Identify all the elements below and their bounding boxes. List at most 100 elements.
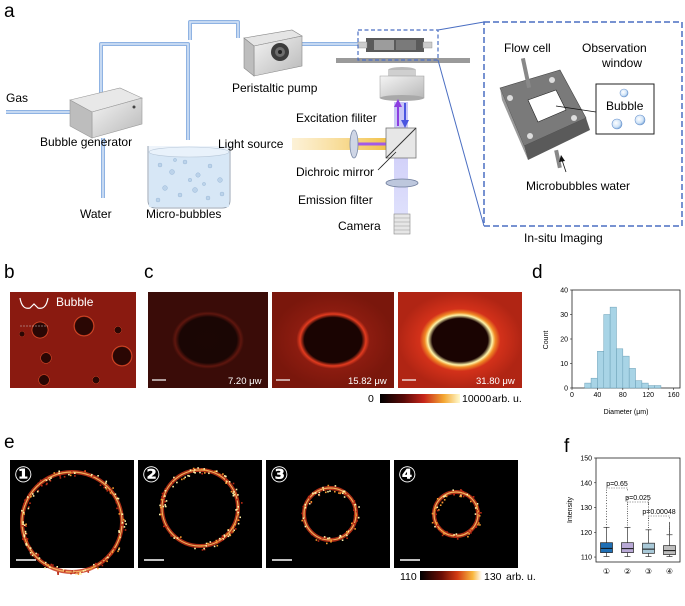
chart-d-ytick-label-2: 20 bbox=[560, 337, 568, 344]
panel-e-speckle bbox=[21, 525, 24, 527]
panel-e-speckle bbox=[121, 522, 124, 524]
panel-e-speckle bbox=[342, 490, 345, 493]
chart-d-bar-4 bbox=[609, 306, 617, 389]
panel-e-speckle bbox=[441, 501, 444, 504]
panel-e-speckle bbox=[25, 525, 27, 527]
panel-e-speckle bbox=[93, 566, 95, 568]
panel-e-speckle bbox=[338, 536, 341, 539]
chart-f-outlier-3 bbox=[669, 530, 670, 532]
chart-f-outlier-1 bbox=[627, 524, 628, 526]
panel-e-speckle bbox=[181, 478, 183, 481]
panel-e-speckle bbox=[45, 479, 48, 482]
panel-e-speckle bbox=[194, 547, 196, 550]
panel-e-speckle bbox=[330, 539, 333, 541]
panel-e-speckle bbox=[357, 516, 360, 519]
excitation-filter-icon bbox=[349, 129, 359, 159]
panel-e-speckle bbox=[110, 553, 113, 556]
panel-e-speckle bbox=[204, 469, 207, 471]
panel-e-speckle bbox=[239, 516, 241, 519]
panel-e-speckle bbox=[203, 547, 205, 550]
panel-e-speckle bbox=[301, 519, 303, 522]
panel-e-speckle bbox=[93, 563, 95, 566]
flow-cell-label: Flow cell bbox=[504, 41, 551, 55]
flow-cell-large-icon bbox=[499, 57, 590, 169]
panel-e-speckle bbox=[37, 489, 40, 492]
flow-cell-small-icon bbox=[357, 38, 433, 52]
chart-f-pvalue-1: p=0.025 bbox=[625, 495, 651, 502]
panel-e-speckle bbox=[476, 503, 479, 505]
panel-e-speckle bbox=[329, 490, 331, 492]
panel-e-speckle bbox=[207, 542, 209, 545]
chart-f-outlier-1 bbox=[627, 506, 628, 508]
panel-e-speckle bbox=[94, 562, 97, 565]
panel-e-speckle bbox=[22, 523, 24, 525]
panel-e-speckle bbox=[354, 503, 357, 506]
panel-label-e: e bbox=[4, 432, 15, 453]
panel-e-speckle bbox=[310, 533, 313, 536]
panel-e-speckle bbox=[69, 474, 72, 477]
panel-e-speckle bbox=[173, 476, 175, 479]
chart-f-outlier-2 bbox=[648, 524, 649, 526]
panel-e-speckle bbox=[201, 472, 203, 475]
chart-d-bar-8 bbox=[635, 380, 643, 389]
panel-e-speckle bbox=[162, 497, 164, 499]
chart-f-outlier-1 bbox=[627, 510, 628, 512]
panel-e-speckle bbox=[23, 513, 25, 515]
gas-label: Gas bbox=[6, 91, 28, 105]
bubble-generator-icon bbox=[69, 87, 143, 139]
panel-e-speckle bbox=[163, 525, 165, 528]
panel-e-speckle bbox=[160, 513, 162, 516]
panel-e-speckle bbox=[84, 470, 86, 472]
panel-e-speckle bbox=[470, 529, 472, 532]
panel-e-speckle bbox=[204, 472, 206, 474]
panel-c-power-3: 31.80 μw bbox=[476, 376, 515, 387]
panel-e-speckle bbox=[99, 484, 102, 486]
panel-e-speckle bbox=[339, 535, 342, 538]
panel-e-speckle bbox=[216, 544, 219, 547]
chart-f-outlier-2 bbox=[648, 520, 649, 522]
panel-e-speckle bbox=[118, 531, 120, 533]
colorbar-c-min: 0 bbox=[368, 393, 374, 405]
panel-e-speckle bbox=[48, 478, 51, 481]
panel-e-speckle bbox=[304, 518, 306, 520]
panel-e-speckle bbox=[317, 540, 320, 542]
chart-f-outlier-1 bbox=[627, 508, 628, 510]
panel-e-speckle bbox=[302, 517, 305, 520]
peristaltic-pump-icon bbox=[243, 29, 303, 77]
panel-e-speckle bbox=[49, 480, 52, 482]
chart-f-outlier-2 bbox=[648, 522, 649, 524]
panel-e-speckle bbox=[431, 512, 434, 515]
panel-e-speckle bbox=[24, 530, 27, 533]
colorbar-e-unit: arb. u. bbox=[506, 571, 536, 583]
panel-e-ring-core-3 bbox=[303, 487, 357, 541]
panel-e-speckle bbox=[194, 472, 196, 474]
panel-e-speckle bbox=[164, 488, 167, 490]
panel-e-speckle bbox=[339, 492, 342, 494]
panel-e-speckle bbox=[356, 514, 359, 516]
panel-e-speckle bbox=[343, 490, 346, 493]
colorbar-e-max: 130 bbox=[484, 571, 502, 583]
colorbar-e-min: 110 bbox=[400, 571, 417, 583]
panel-e-speckle bbox=[227, 535, 230, 538]
panel-e-speckle bbox=[443, 495, 445, 498]
panel-e-speckle bbox=[216, 470, 218, 472]
chart-f-ytick-label-4: 150 bbox=[580, 456, 592, 463]
chart-f-ylabel: Intensity bbox=[567, 496, 574, 523]
panel-e-speckle bbox=[434, 507, 437, 509]
panel-e-speckle bbox=[346, 530, 348, 533]
chart-f-ytick-label-1: 120 bbox=[580, 530, 592, 537]
chart-f-outlier-3 bbox=[669, 524, 670, 526]
panel-e-speckle bbox=[31, 554, 34, 557]
panel-e-speckle bbox=[21, 509, 23, 512]
panel-e-speckle bbox=[164, 489, 167, 492]
camera-icon bbox=[393, 213, 411, 235]
panel-e-speckle bbox=[111, 551, 114, 554]
panel-e-speckle bbox=[116, 497, 119, 500]
zoom-box bbox=[357, 29, 439, 61]
panel-e-speckle bbox=[62, 568, 65, 571]
panel-e-speckle bbox=[438, 528, 440, 530]
panel-e-image-4: ④ bbox=[394, 460, 518, 568]
panel-e-speckle bbox=[455, 533, 458, 535]
panel-e-speckle bbox=[117, 550, 119, 553]
colorbar-c bbox=[380, 394, 460, 403]
